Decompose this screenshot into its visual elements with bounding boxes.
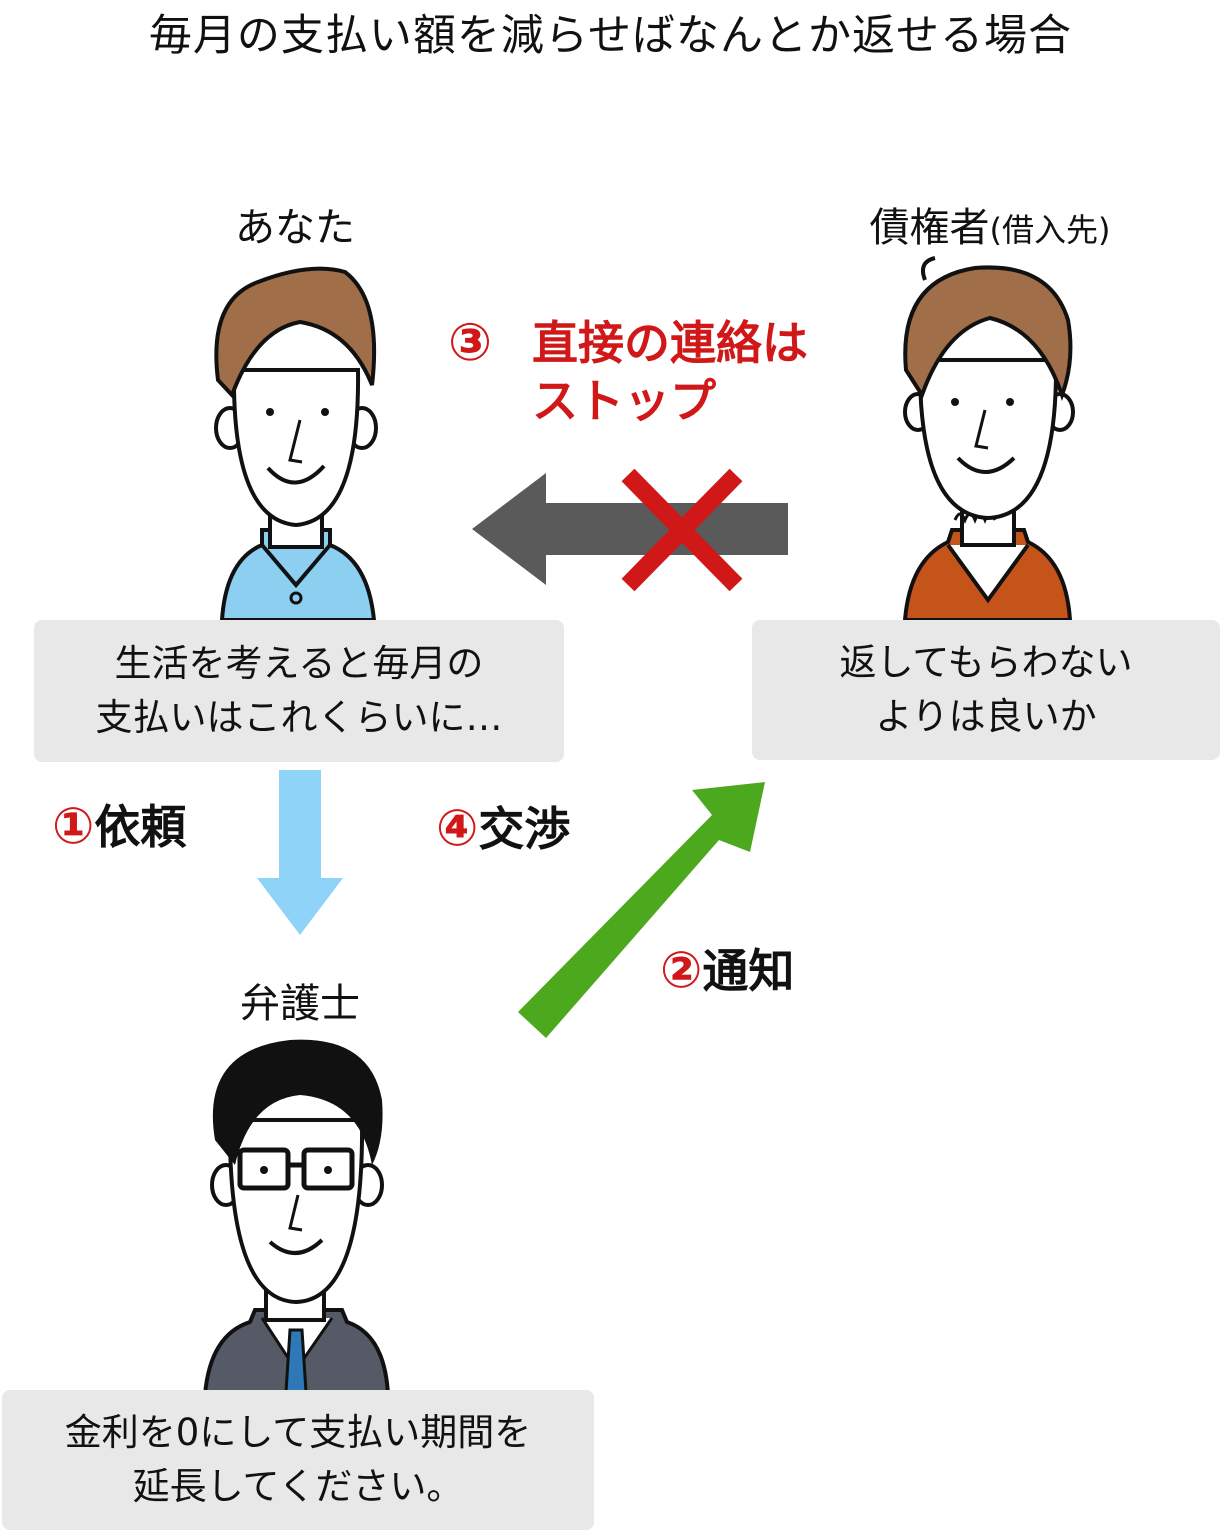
- creditor-label: 債権者(借入先): [830, 204, 1150, 254]
- step-request: ①依頼: [52, 798, 186, 855]
- you-hair: [214, 266, 377, 399]
- step-stop-label: 直接の連絡は ストップ: [532, 316, 808, 428]
- page-title: 毎月の支払い額を減らせばなんとか返せる場合: [148, 11, 1073, 61]
- step-stop-number: ③: [448, 313, 493, 373]
- step-negotiate-label: 交渉: [478, 802, 571, 856]
- step-notice-number: ②: [660, 941, 703, 999]
- lawyer-figure: [202, 1039, 391, 1397]
- notice-arrow: [518, 782, 765, 1038]
- creditor-bubble: 返してもらわない よりは良いか: [752, 620, 1220, 760]
- cross-icon: [621, 468, 743, 592]
- step-request-label: 依頼: [94, 800, 187, 854]
- creditor-label-main: 債権者: [869, 205, 990, 251]
- you-bubble: 生活を考えると毎月の 支払いはこれくらいに…: [34, 620, 564, 762]
- step-notice-label: 通知: [702, 944, 795, 998]
- request-arrow: [257, 770, 343, 935]
- stopped-arrow: [472, 473, 788, 585]
- creditor-label-note: (借入先): [989, 211, 1111, 249]
- you-label: あなた: [235, 205, 355, 251]
- creditor-hair: [903, 265, 1073, 401]
- you-shirt: [219, 528, 377, 622]
- step-negotiate-number: ④: [436, 799, 479, 857]
- lawyer-hair: [212, 1039, 383, 1165]
- lawyer-bubble: 金利を0にして支払い期間を 延長してください。: [2, 1390, 594, 1530]
- creditor-figure: [902, 256, 1075, 622]
- step-notice: ②通知: [660, 942, 794, 999]
- lawyer-label: 弁護士: [240, 981, 360, 1027]
- step-negotiate: ④交渉: [436, 800, 570, 857]
- you-figure: [214, 266, 378, 622]
- step-request-number: ①: [52, 797, 95, 855]
- lawyer-tie: [284, 1328, 308, 1397]
